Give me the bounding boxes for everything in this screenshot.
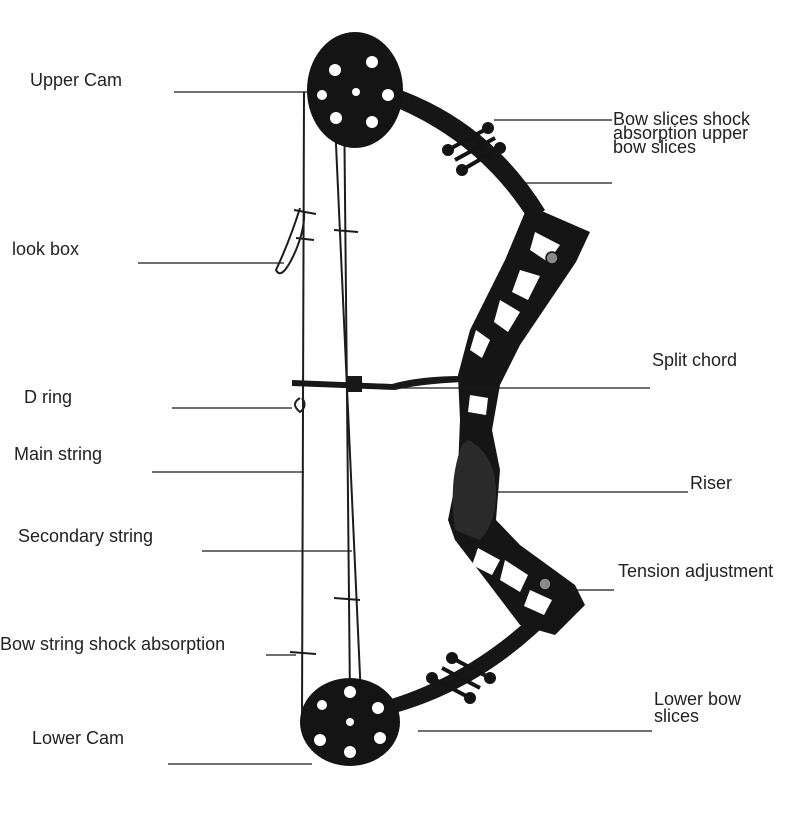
- label-riser: Riser: [690, 473, 733, 493]
- upper-tension-bolt: [545, 251, 559, 265]
- secondary-string-b: [333, 99, 363, 721]
- main-string: [301, 91, 305, 721]
- lower-cam: [300, 678, 400, 766]
- lower-limb-dampers: [426, 652, 496, 704]
- cable-guard: [292, 376, 462, 392]
- string-dampers: [289, 597, 361, 655]
- label-lower-cam: Lower Cam: [32, 728, 125, 748]
- label-upper-limb-dampers: Bow slices shock absorption upper bow sl…: [613, 109, 751, 157]
- label-tension-adjustment: Tension adjustment: [618, 561, 774, 581]
- d-loop: [294, 397, 306, 414]
- look-box: [274, 207, 359, 275]
- label-d-ring: D ring: [24, 387, 73, 407]
- riser-grip: [452, 440, 497, 540]
- label-main-string: Main string: [14, 444, 103, 464]
- label-look-box: look box: [12, 239, 80, 259]
- leader-lines: [138, 91, 688, 765]
- label-split-chord: Split chord: [652, 350, 738, 370]
- label-bow-string-shock-absorption: Bow string shock absorption: [0, 634, 226, 654]
- riser-cutouts: [468, 232, 560, 615]
- upper-cam: [307, 32, 403, 148]
- label-secondary-string: Secondary string: [18, 526, 154, 546]
- lower-tension-bolt: [538, 577, 552, 591]
- upper-limb-dampers: [442, 122, 506, 176]
- label-upper-cam: Upper Cam: [30, 70, 123, 90]
- label-lower-bow-slices: Lower bow slices: [654, 689, 742, 726]
